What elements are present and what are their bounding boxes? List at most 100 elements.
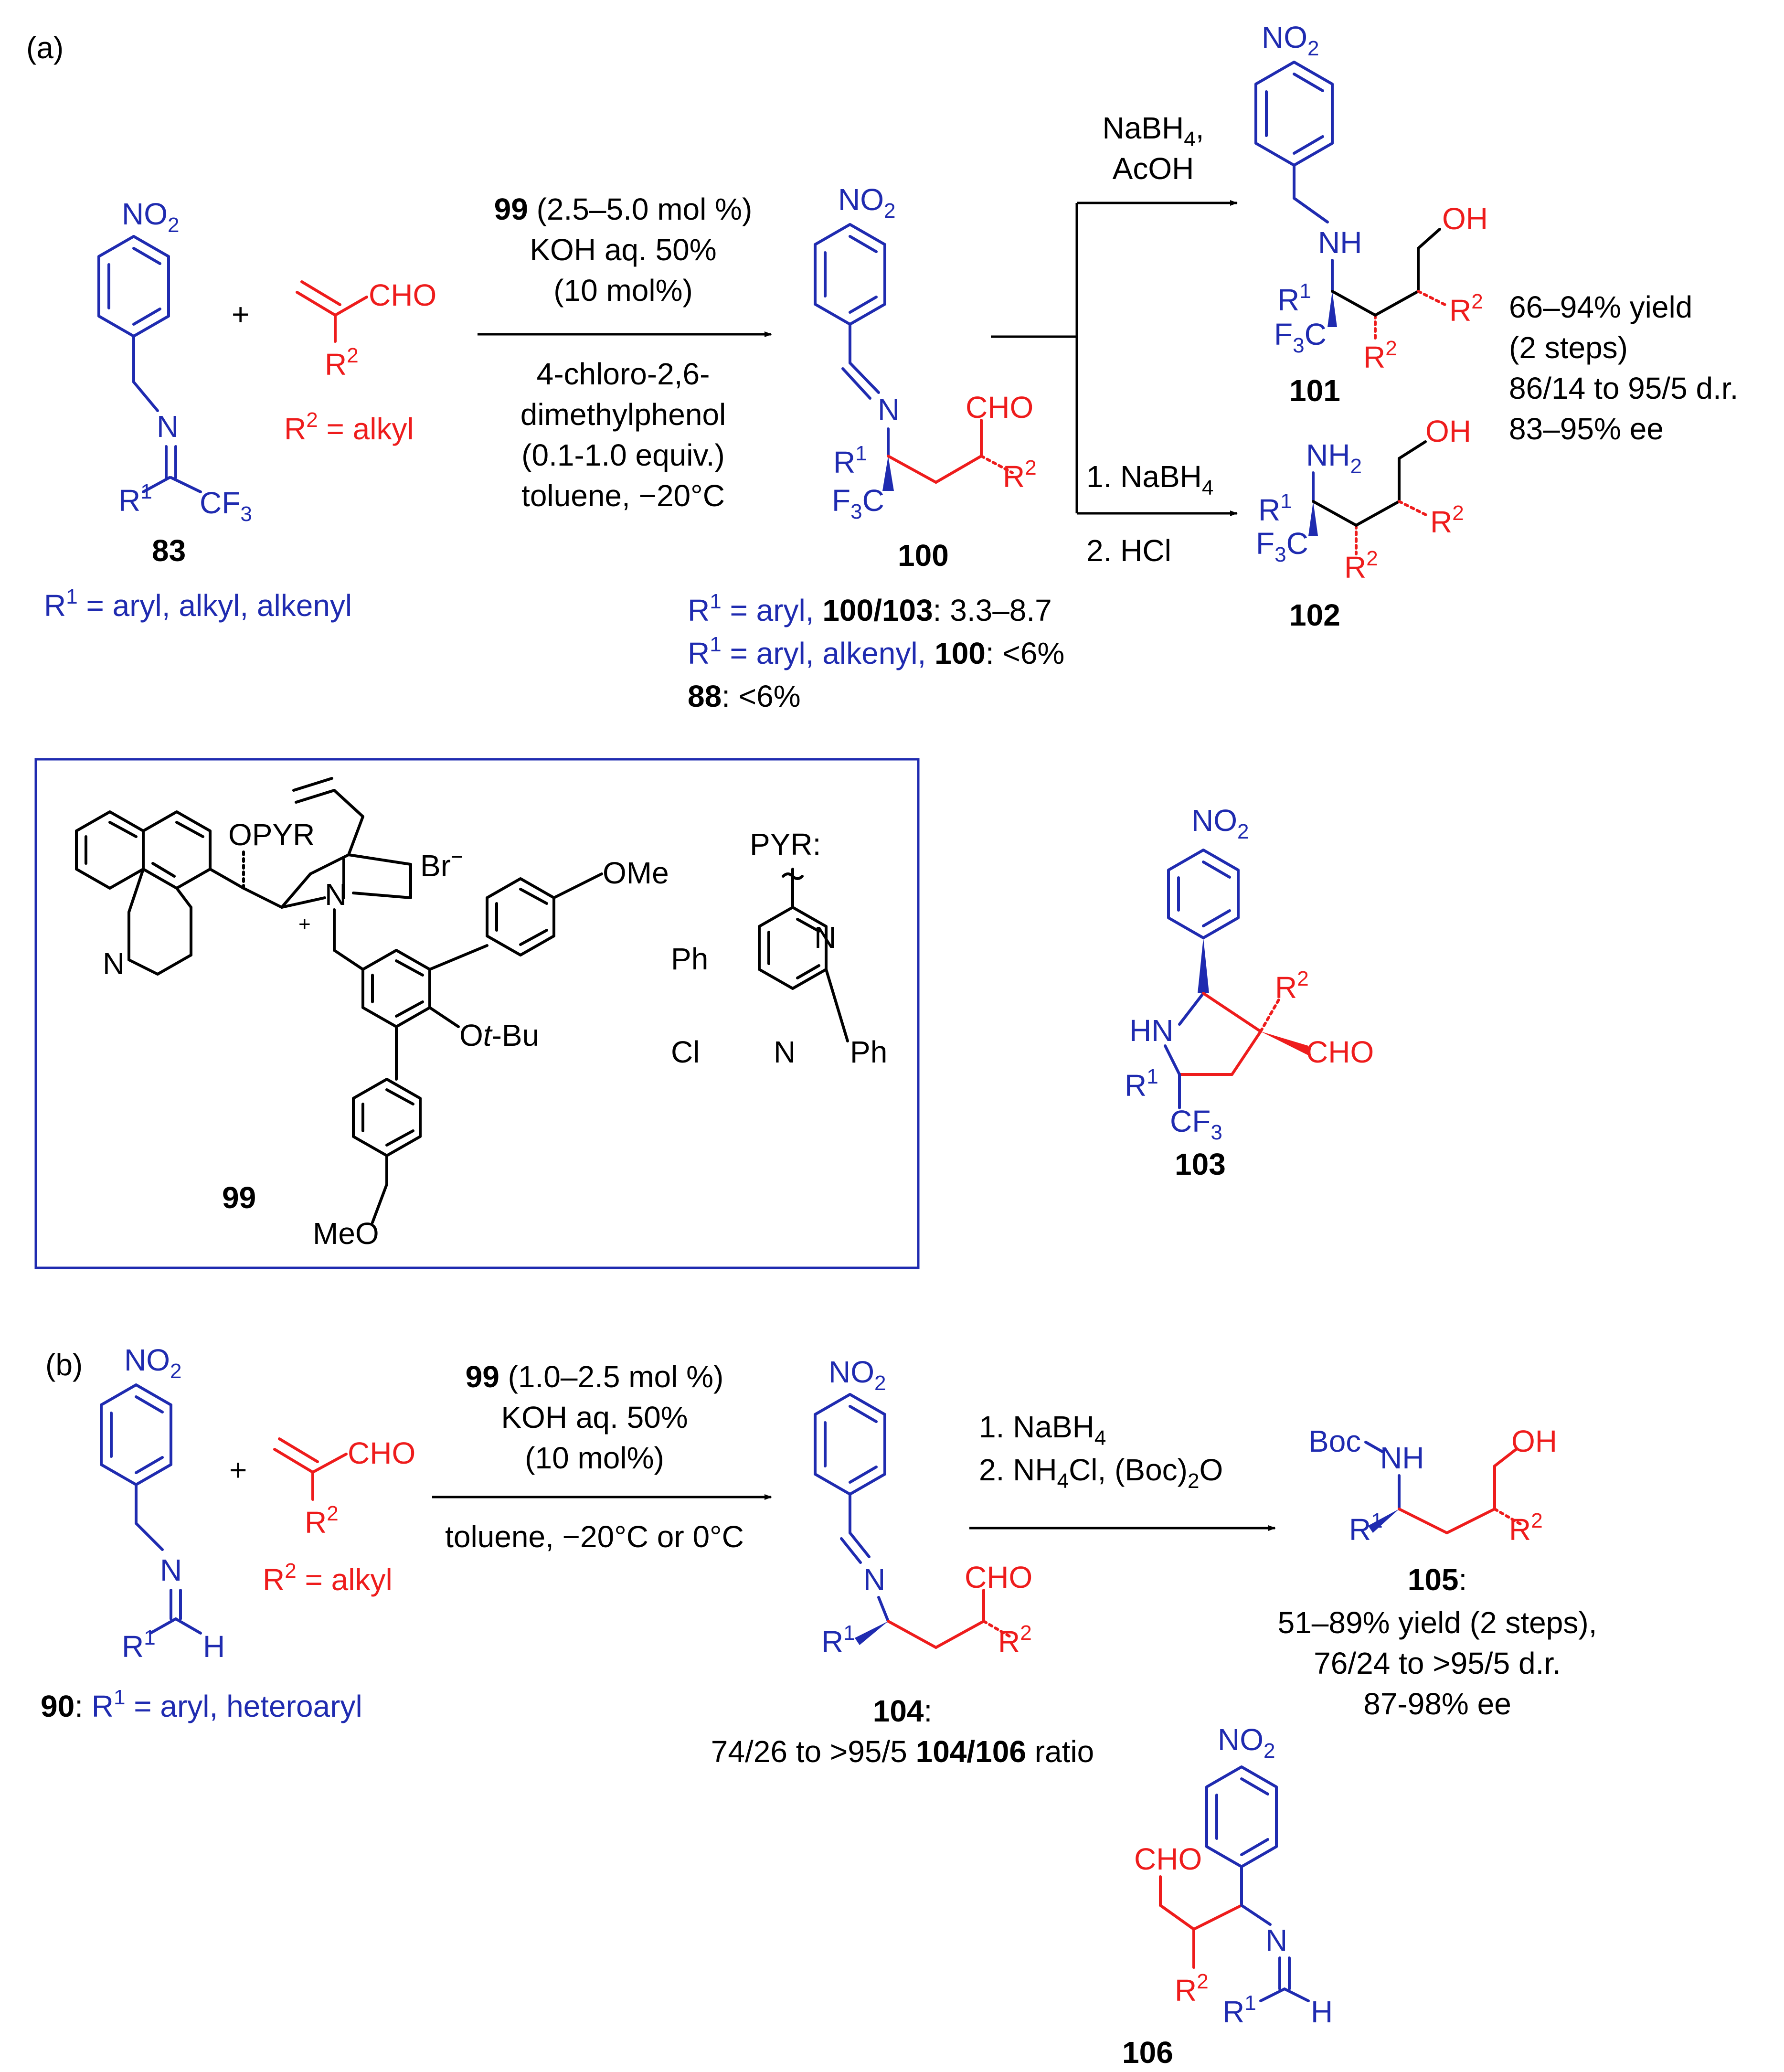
svg-text:OMe: OMe: [603, 856, 669, 890]
svg-text:R2: R2: [305, 1502, 339, 1540]
imine-83: NO2 N R1 CF3 83 R1 = aryl, alkyl, alkeny…: [44, 197, 352, 623]
svg-text:CHO: CHO: [1134, 1842, 1202, 1876]
svg-text:+: +: [298, 913, 311, 936]
svg-text:CHO: CHO: [965, 1560, 1032, 1594]
svg-text:NaBH4,: NaBH4,: [1103, 111, 1204, 151]
svg-text:OPYR: OPYR: [228, 818, 315, 852]
caption-83: R1 = aryl, alkyl, alkenyl: [44, 585, 352, 623]
compound-number-99: 99: [222, 1180, 256, 1215]
note-100-ratio: R1 = aryl, 100/103: 3.3–8.7: [688, 590, 1052, 627]
svg-text:OH: OH: [1442, 202, 1488, 236]
svg-text:R2: R2: [1275, 967, 1309, 1005]
svg-text:CF3: CF3: [200, 486, 252, 526]
svg-text:F3C: F3C: [832, 483, 884, 523]
svg-text:NO2: NO2: [124, 1343, 181, 1383]
ratio-104-106: 74/26 to >95/5 104/106 ratio: [711, 1734, 1094, 1769]
svg-text:R2: R2: [1430, 501, 1464, 539]
svg-text:R2: R2: [1003, 456, 1037, 494]
compound-number-105: 105:: [1408, 1562, 1467, 1597]
svg-text:R1: R1: [122, 1626, 156, 1664]
svg-text:R2: R2: [1344, 547, 1378, 584]
catalyst-99: N OPYR N + Br− Ot-Bu OMe MeO 99 PYR:: [75, 777, 887, 1251]
svg-text:NO2: NO2: [1191, 803, 1249, 843]
svg-text:CHO: CHO: [369, 278, 436, 312]
svg-text:CHO: CHO: [966, 390, 1033, 425]
plus-a: +: [232, 297, 249, 331]
product-105: Boc NH OH R1 R2 105: 51–89% yield (2 ste…: [1278, 1424, 1597, 1721]
svg-text:NH2: NH2: [1306, 438, 1362, 478]
svg-text:R2: R2: [998, 1621, 1032, 1659]
svg-text:N: N: [814, 920, 836, 955]
svg-text:H: H: [203, 1629, 225, 1664]
svg-text:N: N: [1265, 1923, 1287, 1957]
svg-text:N: N: [103, 946, 125, 981]
product-106: NO2 CHO R2 N R1 H 106: [1122, 1722, 1333, 2070]
product-103: NO2 HN R2 CHO R1 CF3 103: [1125, 803, 1374, 1181]
product-102: NH2 OH R1 R2 F3C R2 102: [1256, 414, 1471, 632]
svg-text:NO2: NO2: [828, 1355, 886, 1395]
svg-text:N: N: [160, 1553, 182, 1587]
enal-a: CHO R2 R2 = alkyl: [284, 278, 436, 446]
svg-text:(0.1-1.0 equiv.): (0.1-1.0 equiv.): [521, 438, 725, 472]
svg-text:NO2: NO2: [838, 182, 895, 223]
note-88: 88: <6%: [688, 679, 801, 713]
svg-text:N: N: [863, 1562, 885, 1597]
svg-text:R1: R1: [833, 442, 867, 479]
svg-text:KOH aq. 50%: KOH aq. 50%: [501, 1400, 688, 1434]
compound-number-106: 106: [1122, 2035, 1173, 2070]
svg-text:Cl: Cl: [671, 1035, 700, 1069]
svg-text:1. NaBH4: 1. NaBH4: [979, 1410, 1106, 1450]
svg-text:R2: R2: [1509, 1509, 1543, 1547]
svg-text:KOH aq. 50%: KOH aq. 50%: [530, 233, 716, 267]
panel-b-label: (b): [45, 1348, 83, 1382]
conditions-b1: 99 (1.0–2.5 mol %) KOH aq. 50% (10 mol%)…: [445, 1360, 744, 1554]
svg-text:83–95% ee: 83–95% ee: [1509, 412, 1664, 446]
svg-text:OH: OH: [1425, 414, 1471, 448]
svg-text:OH: OH: [1511, 1424, 1557, 1458]
svg-text:76/24 to >95/5 d.r.: 76/24 to >95/5 d.r.: [1314, 1646, 1561, 1680]
svg-text:R2: R2: [1449, 290, 1483, 328]
svg-text:87-98% ee: 87-98% ee: [1363, 1687, 1511, 1721]
svg-text:66–94% yield: 66–94% yield: [1509, 290, 1692, 324]
compound-number-101: 101: [1289, 373, 1340, 408]
svg-text:NO2: NO2: [1218, 1722, 1275, 1763]
svg-text:(10 mol%): (10 mol%): [525, 1441, 664, 1475]
caption-enal-b: R2 = alkyl: [263, 1559, 393, 1597]
svg-text:R1: R1: [1277, 279, 1311, 317]
svg-text:R1: R1: [821, 1621, 855, 1659]
svg-text:NO2: NO2: [122, 197, 179, 237]
caption-enal-a: R2 = alkyl: [284, 408, 414, 446]
conditions-b2: 1. NaBH4 2. NH4Cl, (Boc)2O: [979, 1410, 1223, 1493]
product-101: NO2 NH OH R1 R2 F3C R2 101 66–94% yield …: [1254, 20, 1738, 446]
note-100-yield: R1 = aryl, alkenyl, 100: <6%: [688, 633, 1064, 670]
panel-a-label: (a): [26, 31, 64, 65]
svg-text:CF3: CF3: [1170, 1104, 1222, 1144]
branch-arrows: NaBH4, AcOH 1. NaBH4 2. HCl: [991, 111, 1238, 568]
svg-text:51–89% yield (2 steps),: 51–89% yield (2 steps),: [1278, 1605, 1597, 1640]
svg-text:CHO: CHO: [1306, 1035, 1374, 1069]
svg-text:R1: R1: [1222, 1991, 1256, 2029]
svg-text:2. HCl: 2. HCl: [1086, 533, 1171, 568]
svg-text:99 (2.5–5.0 mol %): 99 (2.5–5.0 mol %): [494, 192, 753, 226]
catalyst-box: [34, 758, 920, 1269]
compound-number-104: 104:: [873, 1694, 933, 1728]
svg-text:Ph: Ph: [850, 1035, 887, 1069]
svg-text:(10 mol%): (10 mol%): [553, 273, 693, 308]
svg-text:toluene, −20°C: toluene, −20°C: [521, 478, 725, 513]
svg-text:R1: R1: [1349, 1509, 1383, 1547]
svg-text:4-chloro-2,6-: 4-chloro-2,6-: [537, 357, 710, 391]
svg-text:99 (1.0–2.5 mol %): 99 (1.0–2.5 mol %): [466, 1360, 724, 1394]
svg-text:(2 steps): (2 steps): [1509, 330, 1628, 365]
svg-text:2. NH4Cl, (Boc)2O: 2. NH4Cl, (Boc)2O: [979, 1453, 1223, 1493]
compound-number-100: 100: [898, 538, 949, 573]
caption-90: 90: R1 = aryl, heteroaryl: [41, 1686, 362, 1723]
svg-text:1. NaBH4: 1. NaBH4: [1086, 459, 1213, 499]
svg-text:Ot-Bu: Ot-Bu: [459, 1018, 539, 1052]
plus-b: +: [229, 1453, 247, 1487]
svg-text:R1: R1: [118, 480, 152, 518]
svg-text:86/14 to 95/5 d.r.: 86/14 to 95/5 d.r.: [1509, 371, 1738, 405]
svg-text:NH: NH: [1318, 225, 1362, 260]
svg-text:PYR:: PYR:: [750, 827, 821, 861]
